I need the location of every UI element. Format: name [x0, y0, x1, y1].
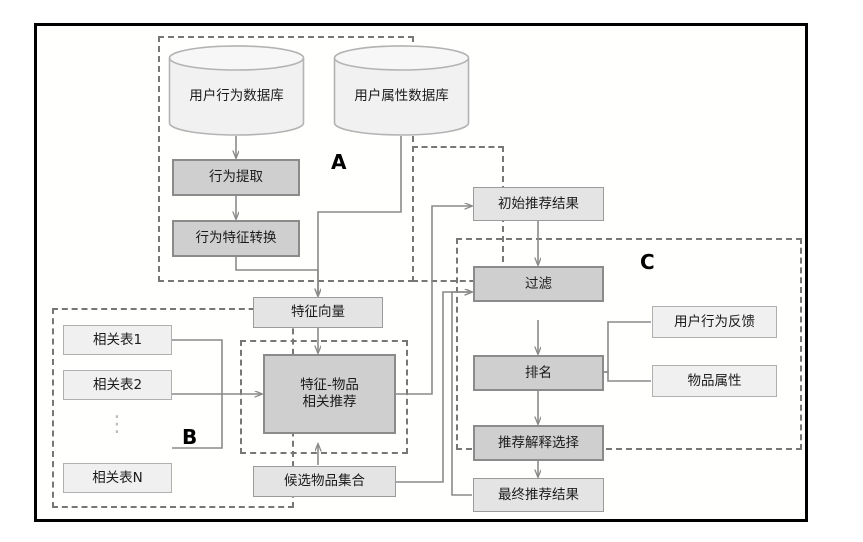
node-label: 行为特征转换 — [195, 230, 277, 247]
node-user-behavior-db: 用户行为数据库 — [168, 45, 305, 136]
node-filter: 过滤 — [473, 266, 604, 302]
node-label: 排名 — [525, 364, 552, 381]
node-user-attribute-db: 用户属性数据库 — [333, 45, 470, 136]
cylinder-shape — [168, 45, 305, 136]
node-behavior-transform: 行为特征转换 — [172, 220, 300, 257]
group-label-b: B — [182, 425, 198, 449]
node-item-attribute: 物品属性 — [652, 365, 777, 397]
node-rel-table-1: 相关表1 — [63, 325, 172, 355]
node-rel-table-2: 相关表2 — [63, 370, 172, 400]
node-behavior-extract: 行为提取 — [172, 159, 300, 196]
node-label: 相关表1 — [92, 331, 143, 348]
node-label: 最终推荐结果 — [498, 486, 579, 503]
vertical-ellipsis: ⋮ — [106, 411, 128, 437]
node-rel-table-n: 相关表N — [63, 463, 172, 493]
node-label: 用户行为数据库 — [189, 87, 284, 104]
node-label-line2: 相关推荐 — [302, 394, 357, 410]
node-label: 行为提取 — [209, 169, 263, 186]
node-label: 物品属性 — [687, 372, 742, 389]
node-feature-vector: 特征向量 — [253, 297, 383, 328]
group-label-c: C — [640, 250, 655, 274]
node-label: 相关表2 — [92, 376, 143, 393]
node-label: 初始推荐结果 — [498, 195, 579, 212]
node-user-feedback: 用户行为反馈 — [652, 306, 777, 338]
node-final-result: 最终推荐结果 — [473, 478, 604, 512]
node-label: 候选物品集合 — [284, 473, 365, 490]
group-label-a: A — [331, 150, 347, 174]
node-label: 特征向量 — [291, 304, 345, 321]
cylinder-shape — [333, 45, 470, 136]
node-label: 相关表N — [92, 469, 143, 486]
node-rank: 排名 — [473, 355, 604, 391]
node-label: 过滤 — [525, 275, 552, 292]
node-label: 推荐解释选择 — [498, 434, 579, 451]
node-label-line1: 特征-物品 — [300, 377, 359, 394]
node-initial-result: 初始推荐结果 — [473, 187, 604, 221]
node-explain-select: 推荐解释选择 — [473, 425, 604, 461]
node-feature-item-recommend: 特征-物品 相关推荐 — [263, 354, 396, 434]
node-label: 用户属性数据库 — [354, 87, 449, 104]
node-candidate-set: 候选物品集合 — [253, 466, 396, 497]
node-label: 用户行为反馈 — [674, 313, 755, 330]
